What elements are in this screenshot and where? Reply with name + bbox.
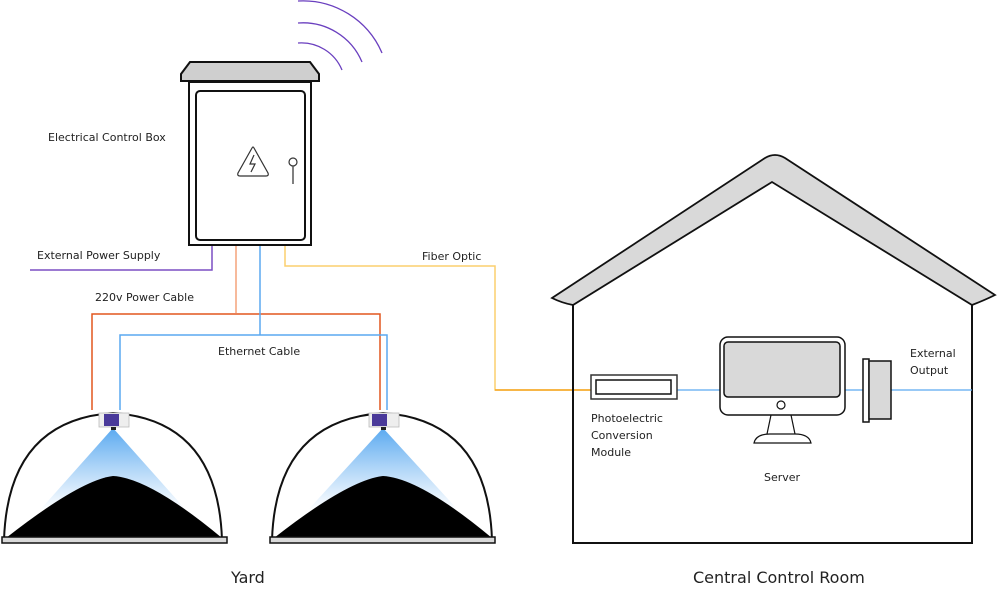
control-room-building (550, 154, 997, 544)
fiber-optic-cable (284, 246, 593, 391)
power-cable-left (91, 313, 236, 410)
label-external-output-line1: External (910, 347, 956, 360)
label-electrical-control-box: Electrical Control Box (48, 131, 166, 144)
ethernet-cable-right (260, 334, 388, 410)
electrical-control-box (180, 61, 320, 246)
external-power-supply-cable (30, 246, 213, 271)
yard-shed-right (269, 411, 496, 544)
label-external-output-line2: Output (910, 364, 949, 377)
label-fiber-optic: Fiber Optic (422, 250, 481, 263)
material-pile (274, 476, 492, 538)
wireless-signal-icon (297, 0, 383, 71)
label-ethernet-cable: Ethernet Cable (218, 345, 300, 358)
label-photoelectric-line1: Photoelectric (591, 412, 663, 425)
label-external-power-supply: External Power Supply (37, 249, 161, 262)
server-monitor-icon (719, 336, 846, 444)
lidar-scanner-device (98, 412, 130, 430)
label-220v-power-cable: 220v Power Cable (95, 291, 194, 304)
power-cable-right (236, 313, 381, 410)
door-handle-icon (288, 157, 298, 184)
label-central-control-room: Central Control Room (693, 568, 865, 587)
high-voltage-warning-icon (237, 146, 269, 177)
label-yard: Yard (230, 568, 265, 587)
ethernet-cable-left (119, 334, 260, 410)
photoelectric-conversion-module (590, 374, 678, 400)
external-output-device (862, 358, 892, 423)
material-pile (6, 476, 222, 538)
label-server: Server (764, 471, 801, 484)
yard-shed-left (1, 411, 228, 544)
label-photoelectric-line3: Module (591, 446, 631, 459)
label-photoelectric-line2: Conversion (591, 429, 653, 442)
lidar-scanner-device (368, 412, 400, 430)
